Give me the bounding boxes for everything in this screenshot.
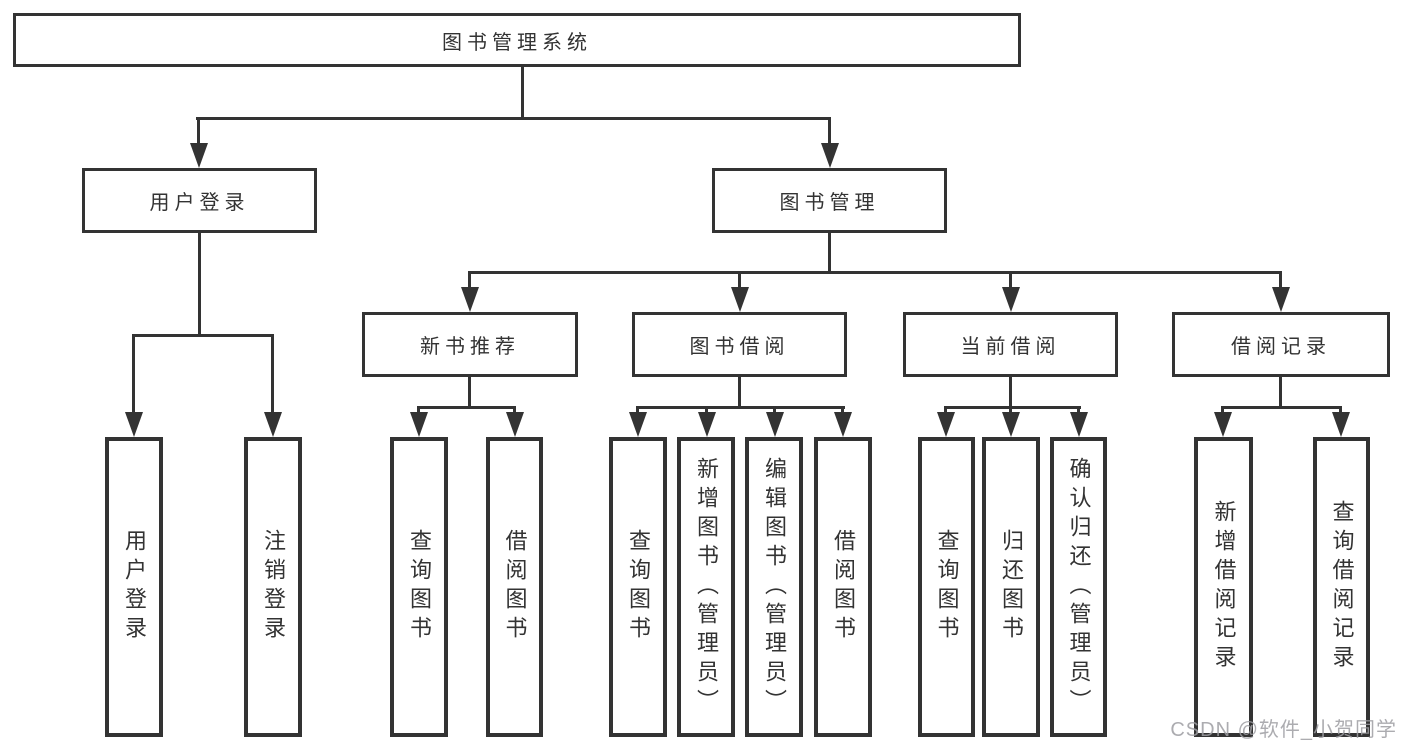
arrowhead-down-icon — [629, 412, 647, 437]
arrowhead-down-icon — [1332, 412, 1350, 437]
edge-line — [513, 406, 516, 416]
node-book-borrowing: 图书借阅 — [632, 312, 847, 377]
csdn-watermark: CSDN @软件_小贺同学 — [1170, 719, 1397, 741]
arrowhead-down-icon — [506, 412, 524, 437]
node-label: 确认归还（管理员） — [1066, 456, 1092, 718]
edge-line — [132, 334, 135, 414]
node-label: 新书推荐 — [420, 336, 520, 358]
arrowhead-down-icon — [461, 287, 479, 312]
edge-line — [1279, 271, 1282, 289]
arrowhead-down-icon — [821, 143, 839, 168]
arrowhead-down-icon — [937, 412, 955, 437]
arrowhead-down-icon — [731, 287, 749, 312]
node-new-book-recommend: 新书推荐 — [362, 312, 578, 377]
node-current-borrowing: 当前借阅 — [903, 312, 1118, 377]
node-label: 新增借阅记录 — [1211, 500, 1237, 674]
node-return-books: 归还图书 — [982, 437, 1040, 737]
node-label: 用户登录 — [122, 529, 147, 645]
node-query-books-current: 查询图书 — [918, 437, 975, 737]
arrowhead-down-icon — [834, 412, 852, 437]
node-book-management: 图书管理 — [712, 168, 947, 233]
edge-line — [468, 271, 1282, 274]
node-logout: 注销登录 — [244, 437, 302, 737]
arrowhead-down-icon — [264, 412, 282, 437]
edge-line — [738, 377, 741, 409]
edge-line — [197, 117, 200, 146]
node-label: 图书借阅 — [689, 336, 790, 358]
node-label: 查询图书 — [934, 529, 960, 645]
node-label: 图书管理 — [779, 192, 880, 214]
edge-line — [196, 117, 831, 120]
edge-line — [828, 117, 831, 146]
edge-line — [1009, 377, 1012, 409]
edge-line — [705, 406, 708, 416]
arrowhead-down-icon — [410, 412, 428, 437]
edge-line — [468, 271, 471, 289]
node-add-book-admin: 新增图书（管理员） — [677, 437, 735, 737]
edge-line — [1339, 406, 1342, 416]
edge-line — [417, 406, 420, 416]
arrowhead-down-icon — [1070, 412, 1088, 437]
edge-line — [828, 232, 831, 274]
node-add-borrow-record: 新增借阅记录 — [1194, 437, 1253, 737]
node-label: 借阅记录 — [1231, 336, 1331, 358]
node-user-login: 用户登录 — [82, 168, 317, 233]
node-user-login-leaf: 用户登录 — [105, 437, 163, 737]
edge-line — [944, 406, 947, 416]
arrowhead-down-icon — [125, 412, 143, 437]
edge-line — [468, 377, 471, 409]
edge-line — [1221, 406, 1224, 416]
node-label: 编辑图书（管理员） — [762, 456, 787, 718]
edge-line — [1077, 406, 1080, 416]
edge-line — [636, 406, 639, 416]
edge-line — [417, 406, 516, 409]
node-label: 归还图书 — [999, 529, 1024, 645]
node-borrowing-records: 借阅记录 — [1172, 312, 1390, 377]
node-query-borrow-record: 查询借阅记录 — [1313, 437, 1370, 737]
node-label: 查询借阅记录 — [1329, 500, 1355, 674]
edge-line — [944, 406, 1081, 409]
arrowhead-down-icon — [766, 412, 784, 437]
node-label: 查询图书 — [626, 529, 651, 645]
node-label: 注销登录 — [261, 529, 286, 645]
arrowhead-down-icon — [1002, 287, 1020, 312]
node-label: 新增图书（管理员） — [694, 456, 719, 718]
arrowhead-down-icon — [1214, 412, 1232, 437]
edge-line — [636, 406, 845, 409]
edge-line — [1009, 271, 1012, 289]
node-borrow-books-recommend: 借阅图书 — [486, 437, 543, 737]
node-library-system: 图书管理系统 — [13, 13, 1021, 67]
edge-line — [132, 334, 274, 337]
edge-line — [841, 406, 844, 416]
edge-line — [271, 334, 274, 414]
node-label: 用户登录 — [149, 192, 250, 214]
edge-line — [1279, 377, 1282, 409]
edge-line — [738, 271, 741, 289]
arrowhead-down-icon — [190, 143, 208, 168]
edge-line — [1009, 406, 1012, 416]
node-query-books-recommend: 查询图书 — [390, 437, 448, 737]
node-confirm-return-admin: 确认归还（管理员） — [1050, 437, 1107, 737]
arrowhead-down-icon — [1272, 287, 1290, 312]
node-label: 借阅图书 — [831, 529, 856, 645]
node-edit-book-admin: 编辑图书（管理员） — [745, 437, 803, 737]
node-label: 当前借阅 — [960, 336, 1061, 358]
edge-line — [198, 232, 201, 337]
node-query-books-borrowing: 查询图书 — [609, 437, 667, 737]
node-label: 查询图书 — [407, 529, 432, 645]
node-label: 图书管理系统 — [442, 31, 592, 54]
arrowhead-down-icon — [698, 412, 716, 437]
arrowhead-down-icon — [1002, 412, 1020, 437]
node-borrow-books-leaf: 借阅图书 — [814, 437, 872, 737]
edge-line — [1221, 406, 1342, 409]
node-label: 借阅图书 — [502, 529, 528, 645]
edge-line — [773, 406, 776, 416]
edge-line — [521, 67, 524, 118]
